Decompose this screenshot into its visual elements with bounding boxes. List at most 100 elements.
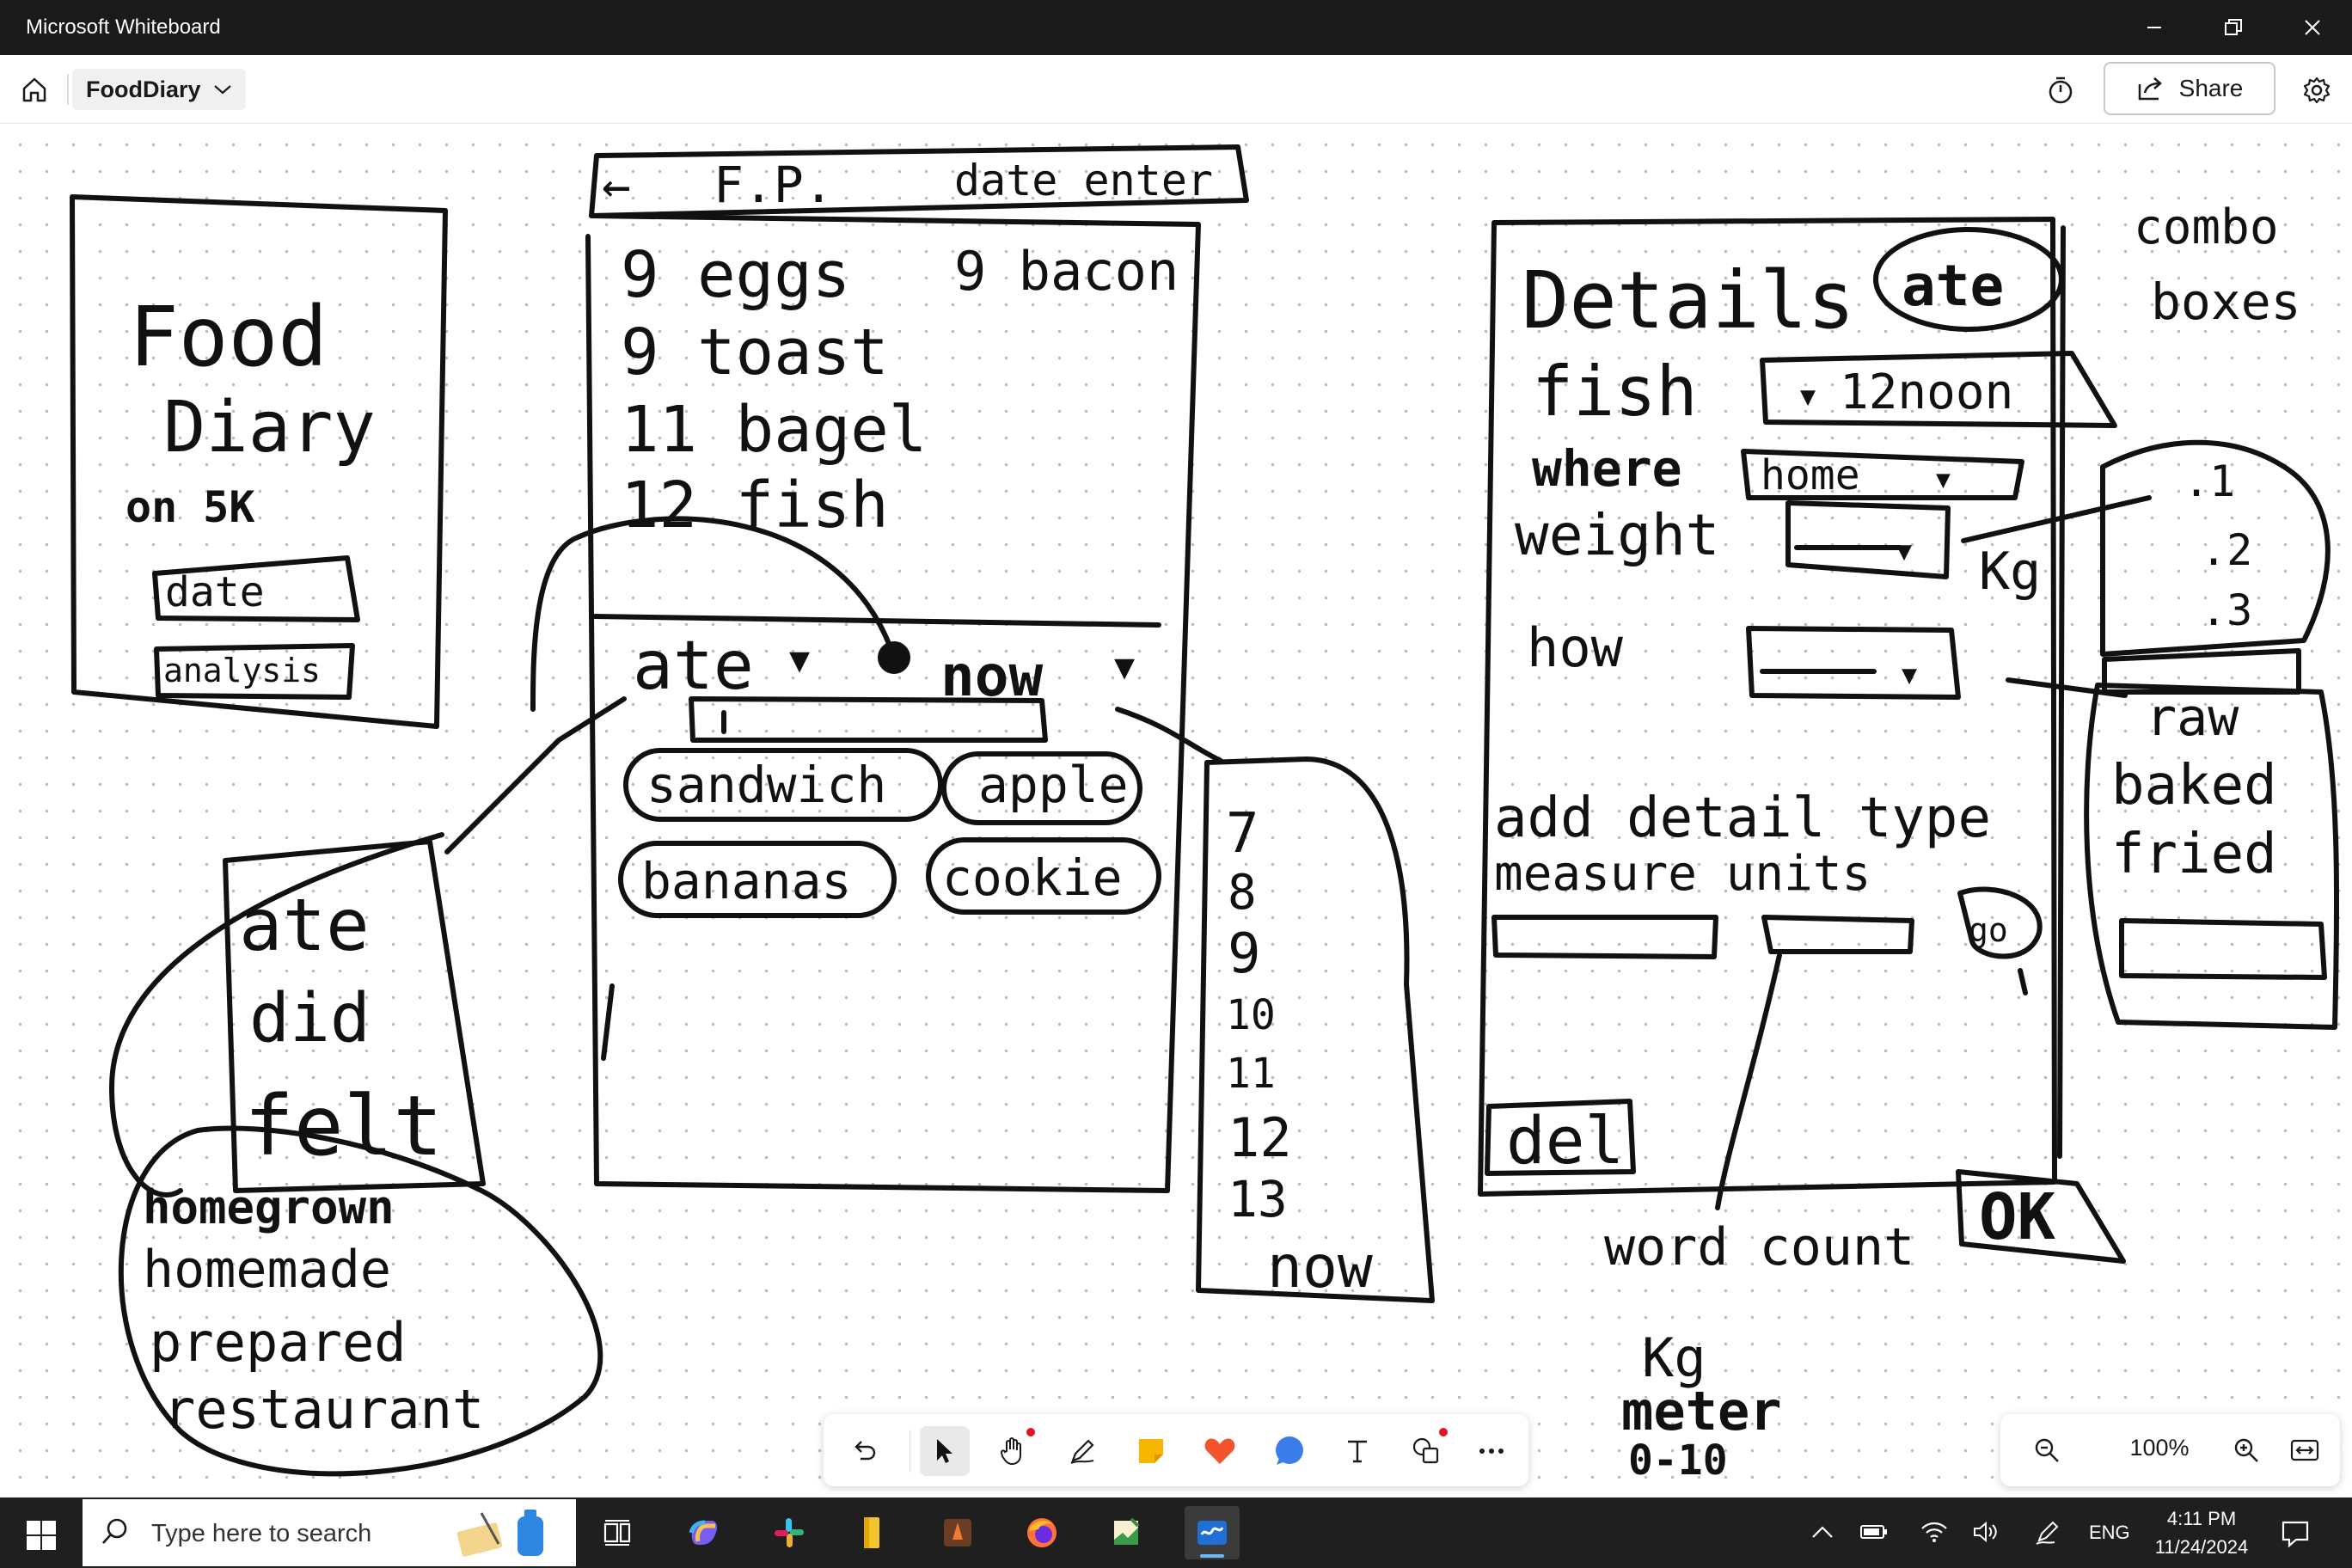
show-hidden-icons-button[interactable] [1805, 1515, 1840, 1549]
undo-icon [854, 1441, 876, 1461]
sketch-verb-popup [223, 839, 486, 1193]
time-dropdown: now [940, 643, 1043, 709]
entry-item: 12 fish [621, 469, 889, 542]
select-tool[interactable] [920, 1426, 970, 1476]
hour-option: 9 [1228, 922, 1261, 986]
notification-icon [2282, 1521, 2309, 1547]
sticky-note-tool[interactable] [1126, 1426, 1176, 1476]
ok-button: OK [1979, 1180, 2056, 1254]
list-back-arrow: ← [602, 158, 631, 214]
copilot-app[interactable] [676, 1506, 731, 1559]
details-food: fish [1532, 352, 1698, 432]
close-button[interactable] [2273, 0, 2352, 55]
restore-icon [2225, 19, 2242, 35]
note-boxes: boxes [2151, 273, 2301, 331]
details-weight-arrow: ▼ [1896, 536, 1912, 567]
sketch-side-notes [2084, 439, 2340, 1030]
whiteboard-canvas[interactable]: Food Diary on 5K date analysis ← F.P. da… [0, 125, 2352, 1498]
folder-icon [864, 1517, 879, 1548]
zoom-controls: 100% [2000, 1414, 2340, 1486]
fit-to-screen-button[interactable] [2284, 1430, 2325, 1471]
hour-option: 11 [1226, 1050, 1276, 1098]
del-button: del [1506, 1102, 1624, 1179]
details-time-arrow: ▼ [1800, 382, 1816, 412]
start-button[interactable] [17, 1511, 65, 1559]
unit-option: Kg [1642, 1326, 1706, 1389]
battery-button[interactable] [1857, 1515, 1891, 1549]
undo-button[interactable] [839, 1426, 889, 1476]
entry-item: 11 bagel [621, 393, 927, 467]
food-chip: apple [978, 756, 1129, 814]
zoom-in-icon [2234, 1438, 2258, 1462]
slack-app[interactable] [762, 1506, 817, 1559]
zoom-out-button[interactable] [2026, 1430, 2067, 1471]
go-button: go [1969, 911, 2008, 949]
weight-option: .1 [2184, 456, 2235, 506]
network-button[interactable] [1917, 1515, 1951, 1549]
text-tool[interactable] [1332, 1426, 1382, 1476]
start-title-diary: Diary [163, 387, 376, 469]
close-icon [2305, 20, 2320, 35]
input-language[interactable]: ENG [2089, 1522, 2130, 1543]
text-icon [1348, 1440, 1367, 1463]
weight-option: .2 [2201, 525, 2252, 575]
zoom-level[interactable]: 100% [2129, 1435, 2190, 1461]
reactions-tool[interactable] [1195, 1426, 1245, 1476]
notifications-button[interactable] [2276, 1515, 2314, 1553]
pen-menu-button[interactable] [2030, 1515, 2065, 1549]
home-button[interactable] [15, 70, 53, 108]
verb-option: ate [239, 883, 370, 967]
method-option: baked [2111, 754, 2277, 818]
verb-dropdown: ate [633, 628, 754, 705]
share-icon [2138, 77, 2162, 101]
task-view-button[interactable] [590, 1506, 645, 1559]
details-weight-unit: Kg [1979, 542, 2041, 602]
app-toolbar: FoodDiary Share [0, 55, 2352, 124]
volume-button[interactable] [1969, 1515, 2003, 1549]
list-header-title: F.P. [714, 156, 834, 214]
zoom-in-button[interactable] [2226, 1430, 2267, 1471]
firefox-app[interactable] [1014, 1506, 1069, 1559]
comment-tool[interactable] [1264, 1426, 1314, 1476]
board-name-label: FoodDiary [86, 76, 201, 102]
file-explorer-app[interactable] [844, 1506, 899, 1559]
source-option: homegrown [143, 1180, 395, 1234]
taskbar-search[interactable]: Type here to search [83, 1499, 576, 1566]
cursor-icon [937, 1439, 952, 1463]
pan-tool[interactable] [989, 1426, 1038, 1476]
hour-option: 12 [1228, 1106, 1292, 1169]
notes-app[interactable] [1099, 1506, 1154, 1559]
pen-tool[interactable] [1057, 1426, 1107, 1476]
clock-time: 4:11 PM [2166, 1508, 2237, 1529]
verb-dropdown-arrow: ▼ [789, 640, 810, 680]
shapes-tool[interactable] [1401, 1426, 1451, 1476]
fit-screen-icon [2290, 1439, 2319, 1461]
chevron-up-icon [1812, 1526, 1833, 1538]
whiteboard-app[interactable] [1185, 1506, 1240, 1559]
firefox-icon [1027, 1518, 1057, 1547]
sketch-text: Food Diary on 5K date analysis ← F.P. da… [126, 156, 2301, 1485]
new-indicator-dot [1026, 1428, 1035, 1436]
verb-option: did [249, 980, 371, 1057]
more-icon [1479, 1449, 1504, 1454]
copilot-icon [689, 1520, 718, 1545]
hour-option: 7 [1226, 802, 1259, 866]
paint-icon [944, 1519, 971, 1547]
ink-layer: Food Diary on 5K date analysis ← F.P. da… [70, 144, 2340, 1485]
timer-button[interactable] [2041, 70, 2080, 110]
method-option: fried [2111, 823, 2277, 886]
minimize-button[interactable] [2115, 0, 2194, 55]
share-button[interactable]: Share [2104, 62, 2275, 115]
settings-button[interactable] [2297, 70, 2337, 110]
search-icon [102, 1518, 127, 1544]
more-tools-button[interactable] [1467, 1426, 1516, 1476]
weight-option: .3 [2201, 585, 2252, 635]
board-name-menu[interactable]: FoodDiary [72, 69, 246, 110]
add-detail-type: add detail type [1494, 787, 1991, 850]
battery-icon [1860, 1525, 1887, 1539]
paint-app[interactable] [930, 1506, 985, 1559]
restore-button[interactable] [2194, 0, 2273, 55]
entry-item: 9 toast [621, 315, 889, 389]
details-weight-label: weight [1515, 502, 1719, 568]
taskbar-clock[interactable]: 4:11 PM 11/24/2024 [2137, 1504, 2266, 1561]
